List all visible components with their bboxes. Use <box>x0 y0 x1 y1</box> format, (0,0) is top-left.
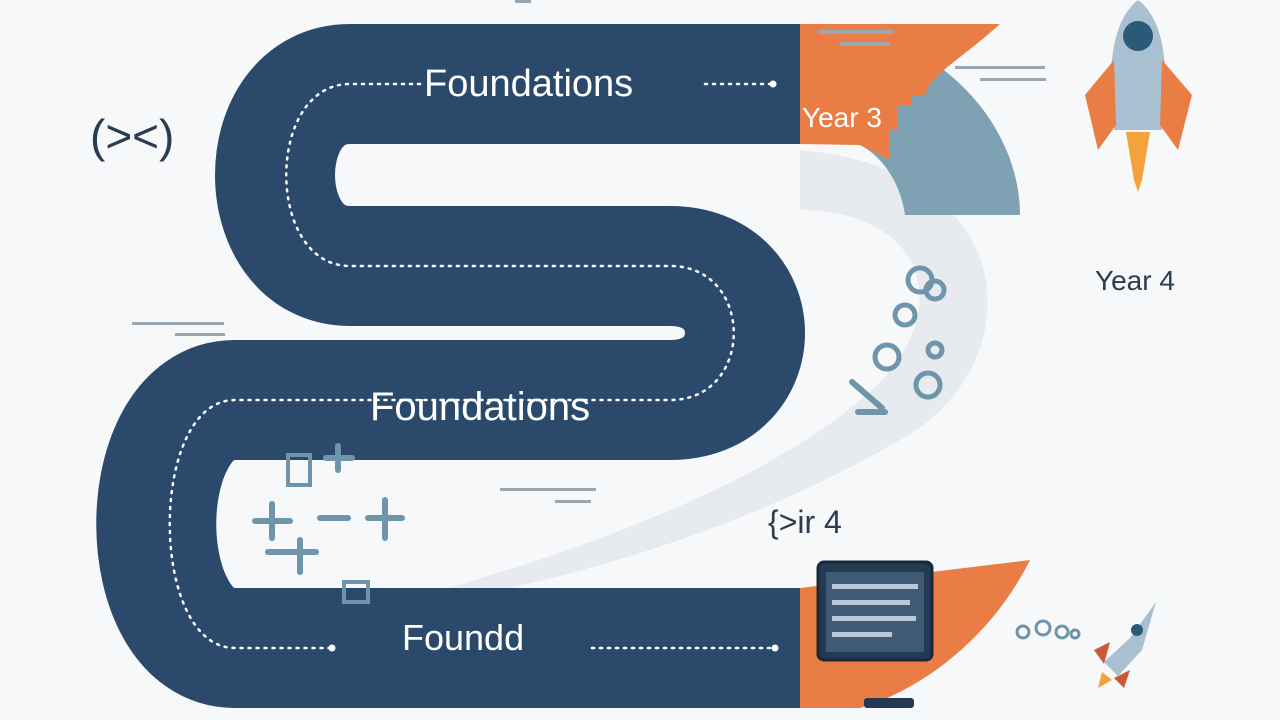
faint-text-lines <box>132 0 1046 503</box>
stage-bottom-label: Foundd <box>402 617 524 658</box>
road-center-line <box>168 82 735 650</box>
stage-top-label: Foundations <box>424 63 633 105</box>
stage-middle-label: Foundations <box>370 385 590 429</box>
road-dot-top <box>769 80 777 88</box>
gear-icon <box>872 265 947 400</box>
background-swoosh <box>440 150 988 590</box>
code-symbol: (><) <box>90 110 174 162</box>
road-dot-bottom-left <box>328 644 336 652</box>
year-4-code-label: {>ir 4 <box>768 504 842 540</box>
small-rocket-icon <box>1094 602 1156 688</box>
monitor-icon <box>816 560 934 708</box>
year-4-label: Year 4 <box>1095 265 1175 296</box>
plus-icon <box>252 443 405 575</box>
wrench-icon <box>849 379 888 415</box>
road-dot-bottom-right <box>771 644 779 652</box>
year-3-label: Year 3 <box>802 102 882 133</box>
roadmap-road <box>96 24 805 708</box>
small-gear-cluster-icon <box>1015 619 1081 640</box>
rocket-icon <box>1085 0 1192 192</box>
calendar-icon <box>286 453 370 604</box>
year-3-panel <box>800 24 1000 160</box>
